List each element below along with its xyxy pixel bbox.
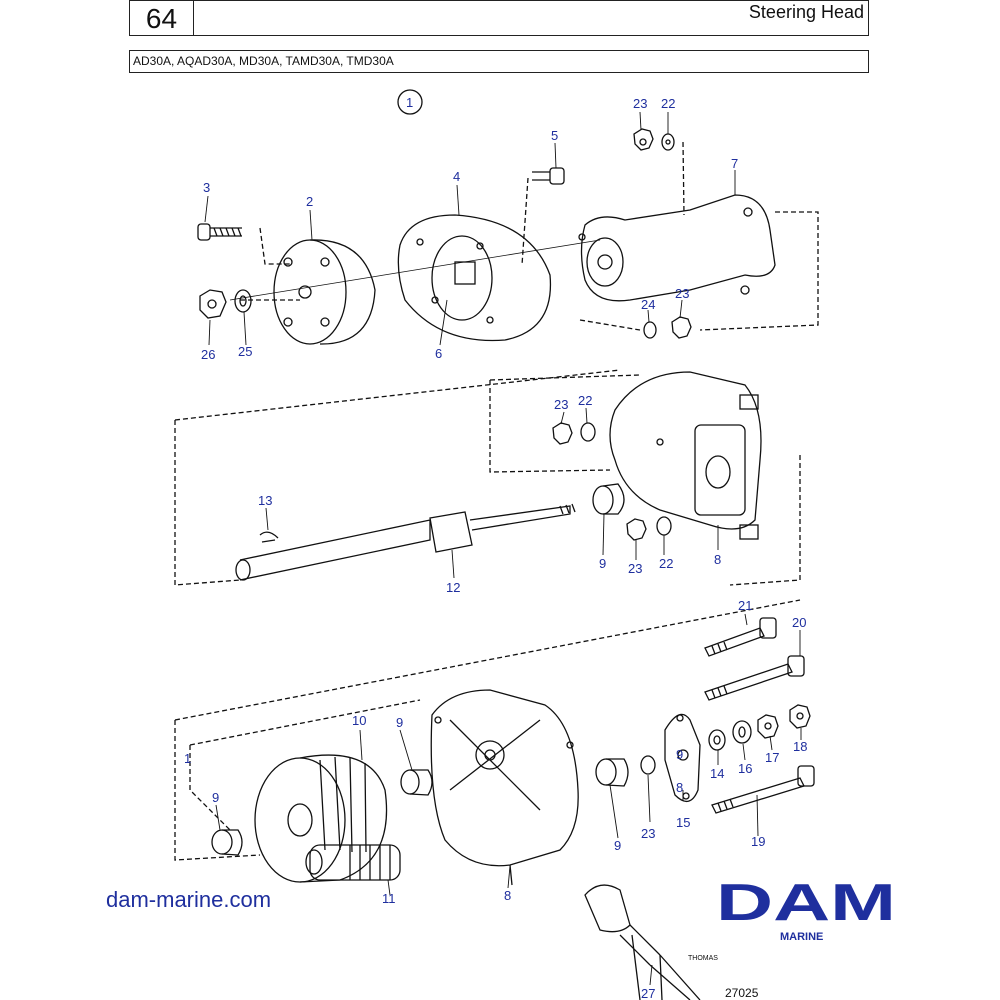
part-label-23-lower: 23: [641, 826, 655, 841]
assembly-lines-lower: [174, 599, 801, 861]
part-label-9-lower-right: 9: [614, 838, 621, 853]
nut-23-mid-shape: [671, 316, 692, 339]
washer-25-shape: [234, 289, 252, 313]
part-label-12: 12: [446, 580, 460, 595]
nut-18-shape: [789, 704, 811, 729]
key-13-shape: [259, 531, 279, 543]
nut-23-middle-b-shape: [626, 518, 647, 541]
part-label-19: 19: [751, 834, 765, 849]
cable-27-shape: [584, 884, 701, 1000]
gear-11-shape: [305, 844, 401, 881]
part-label-8-middle: 8: [714, 552, 721, 567]
page-number: 64: [130, 1, 194, 35]
part-label-4: 4: [453, 169, 460, 184]
casing-8-middle-shape: [609, 371, 762, 540]
part-label-24: 24: [641, 297, 655, 312]
part-label-8-lower: 8: [504, 888, 511, 903]
part-label-2: 2: [306, 194, 313, 209]
model-list: AD30A, AQAD30A, MD30A, TAMD30A, TMD30A: [129, 50, 869, 73]
part-label-17: 17: [765, 750, 779, 765]
logo-subtext: MARINE: [780, 931, 823, 943]
part-label-25: 25: [238, 344, 252, 359]
assembly-lines-upper: [240, 141, 819, 331]
part-label-21: 21: [738, 598, 752, 613]
website-text: dam-marine.com: [106, 887, 272, 912]
washer-23-lower-shape: [640, 755, 656, 775]
screw-3-shape: [197, 223, 242, 241]
part-label-20: 20: [792, 615, 806, 630]
part-label-22-middle-b: 22: [659, 556, 673, 571]
part-label-5: 5: [551, 128, 558, 143]
nut-23-top-shape: [633, 128, 654, 151]
part-label-9-lower-top: 9: [396, 715, 403, 730]
callout-label: 1: [406, 95, 413, 110]
part-label-16: 16: [738, 761, 752, 776]
part-label-23-mid: 23: [675, 286, 689, 301]
bolt-19-shape: [711, 765, 815, 814]
part-label-10: 10: [352, 713, 366, 728]
part-label-27: 27: [641, 986, 655, 1000]
bushing-9-middle-shape: [592, 483, 625, 515]
part-label-26: 26: [201, 347, 215, 362]
part-label-6: 6: [435, 346, 442, 361]
part-label-3: 3: [203, 180, 210, 195]
washer-16-shape: [732, 720, 752, 744]
part-label-15: 15: [676, 815, 690, 830]
callout-circle: [397, 89, 423, 115]
washer-14-shape: [708, 729, 726, 751]
drum-10-shape: [254, 754, 388, 883]
part-label-7: 7: [731, 156, 738, 171]
drawing-note: THOMAS: [688, 955, 718, 962]
bolt-20-shape: [704, 655, 805, 701]
dam-logo: DAM MARINE: [716, 876, 896, 943]
disc-2-shape: [273, 239, 376, 345]
bushing-9-lower-mid-shape: [400, 769, 433, 796]
part-label-23-top: 23: [633, 96, 647, 111]
leader-lines: [204, 111, 802, 986]
part-label-22-top: 22: [661, 96, 675, 111]
logo-text: DAM: [716, 876, 896, 932]
part-label-9-lower-left: 9: [212, 790, 219, 805]
housing-4-shape: [397, 214, 552, 342]
drawing-reference: 27025: [725, 986, 759, 1000]
bolt-21-shape: [704, 617, 777, 657]
part-label-9-plate: 9: [676, 747, 683, 762]
shaft-12-shape: [235, 503, 576, 581]
part-label-18: 18: [793, 739, 807, 754]
header-box: 64 Steering Head: [129, 0, 869, 36]
part-label-9-middle: 9: [599, 556, 606, 571]
washer-22-middle-a-shape: [580, 422, 596, 442]
part-label-14: 14: [710, 766, 724, 781]
assembly-lines-middle: [174, 369, 801, 586]
part-label-13: 13: [258, 493, 272, 508]
washer-22-top-shape: [661, 133, 675, 151]
washer-22-middle-b-shape: [656, 516, 672, 536]
housing-8-lower-shape: [430, 689, 579, 886]
nut-23-middle-a-shape: [552, 422, 573, 445]
part-label-11: 11: [382, 891, 396, 906]
bushing-9-lower-left-shape: [211, 829, 243, 856]
screw-5-shape: [532, 167, 565, 185]
page-title: Steering Head: [748, 2, 864, 22]
washer-24-shape: [643, 321, 657, 339]
part-label-8-plate: 8: [676, 780, 683, 795]
part-label-22-middle-a: 22: [578, 393, 592, 408]
part-label-23-middle-a: 23: [554, 397, 568, 412]
nut-17-shape: [757, 714, 779, 739]
nut-26-shape: [199, 289, 227, 319]
part-label-23-middle-b: 23: [628, 561, 642, 576]
bracket-7-shape: [578, 194, 776, 302]
bushing-9-lower-right-shape: [595, 758, 629, 787]
part-label-1: 1: [184, 751, 191, 766]
